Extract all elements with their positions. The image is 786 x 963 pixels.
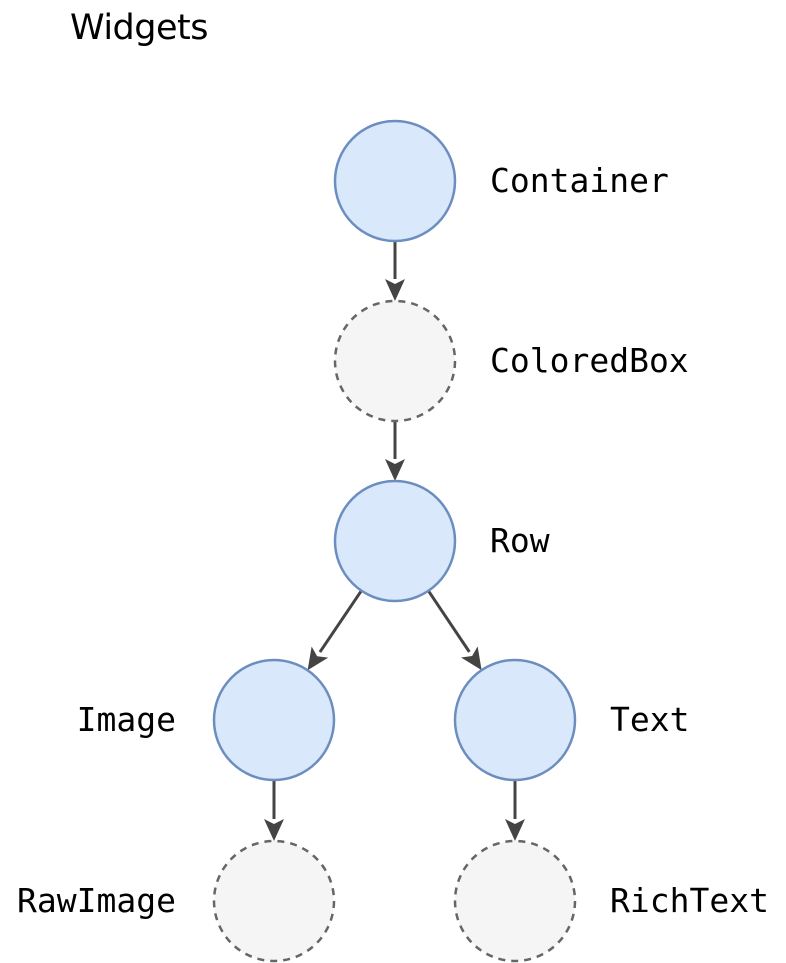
node-image: [212, 658, 336, 782]
node-richtext: [453, 839, 577, 963]
node-label-text: Text: [610, 700, 689, 739]
node-coloredbox: [333, 299, 457, 423]
node-rawimage: [212, 839, 336, 963]
arrowhead-coloredbox-to-row: [385, 459, 405, 481]
nodes-layer: [212, 119, 577, 963]
node-label-image: Image: [77, 700, 176, 739]
node-container: [333, 119, 457, 243]
node-text: [453, 658, 577, 782]
arrowhead-container-to-coloredbox: [385, 279, 405, 301]
node-label-container: Container: [490, 161, 669, 200]
diagram-title: Widgets: [70, 8, 209, 48]
node-label-row: Row: [490, 521, 550, 560]
edge-row-to-image: [318, 589, 363, 653]
arrowhead-row-to-image: [307, 646, 329, 671]
arrowhead-text-to-richtext: [505, 819, 525, 841]
edges-layer: [264, 241, 525, 841]
node-row: [333, 479, 457, 603]
edge-row-to-text: [427, 590, 471, 653]
node-label-coloredbox: ColoredBox: [490, 341, 689, 380]
node-label-richtext: RichText: [610, 881, 769, 920]
arrowhead-row-to-text: [461, 646, 482, 671]
arrowhead-image-to-rawimage: [264, 819, 284, 841]
node-label-rawimage: RawImage: [17, 881, 176, 920]
